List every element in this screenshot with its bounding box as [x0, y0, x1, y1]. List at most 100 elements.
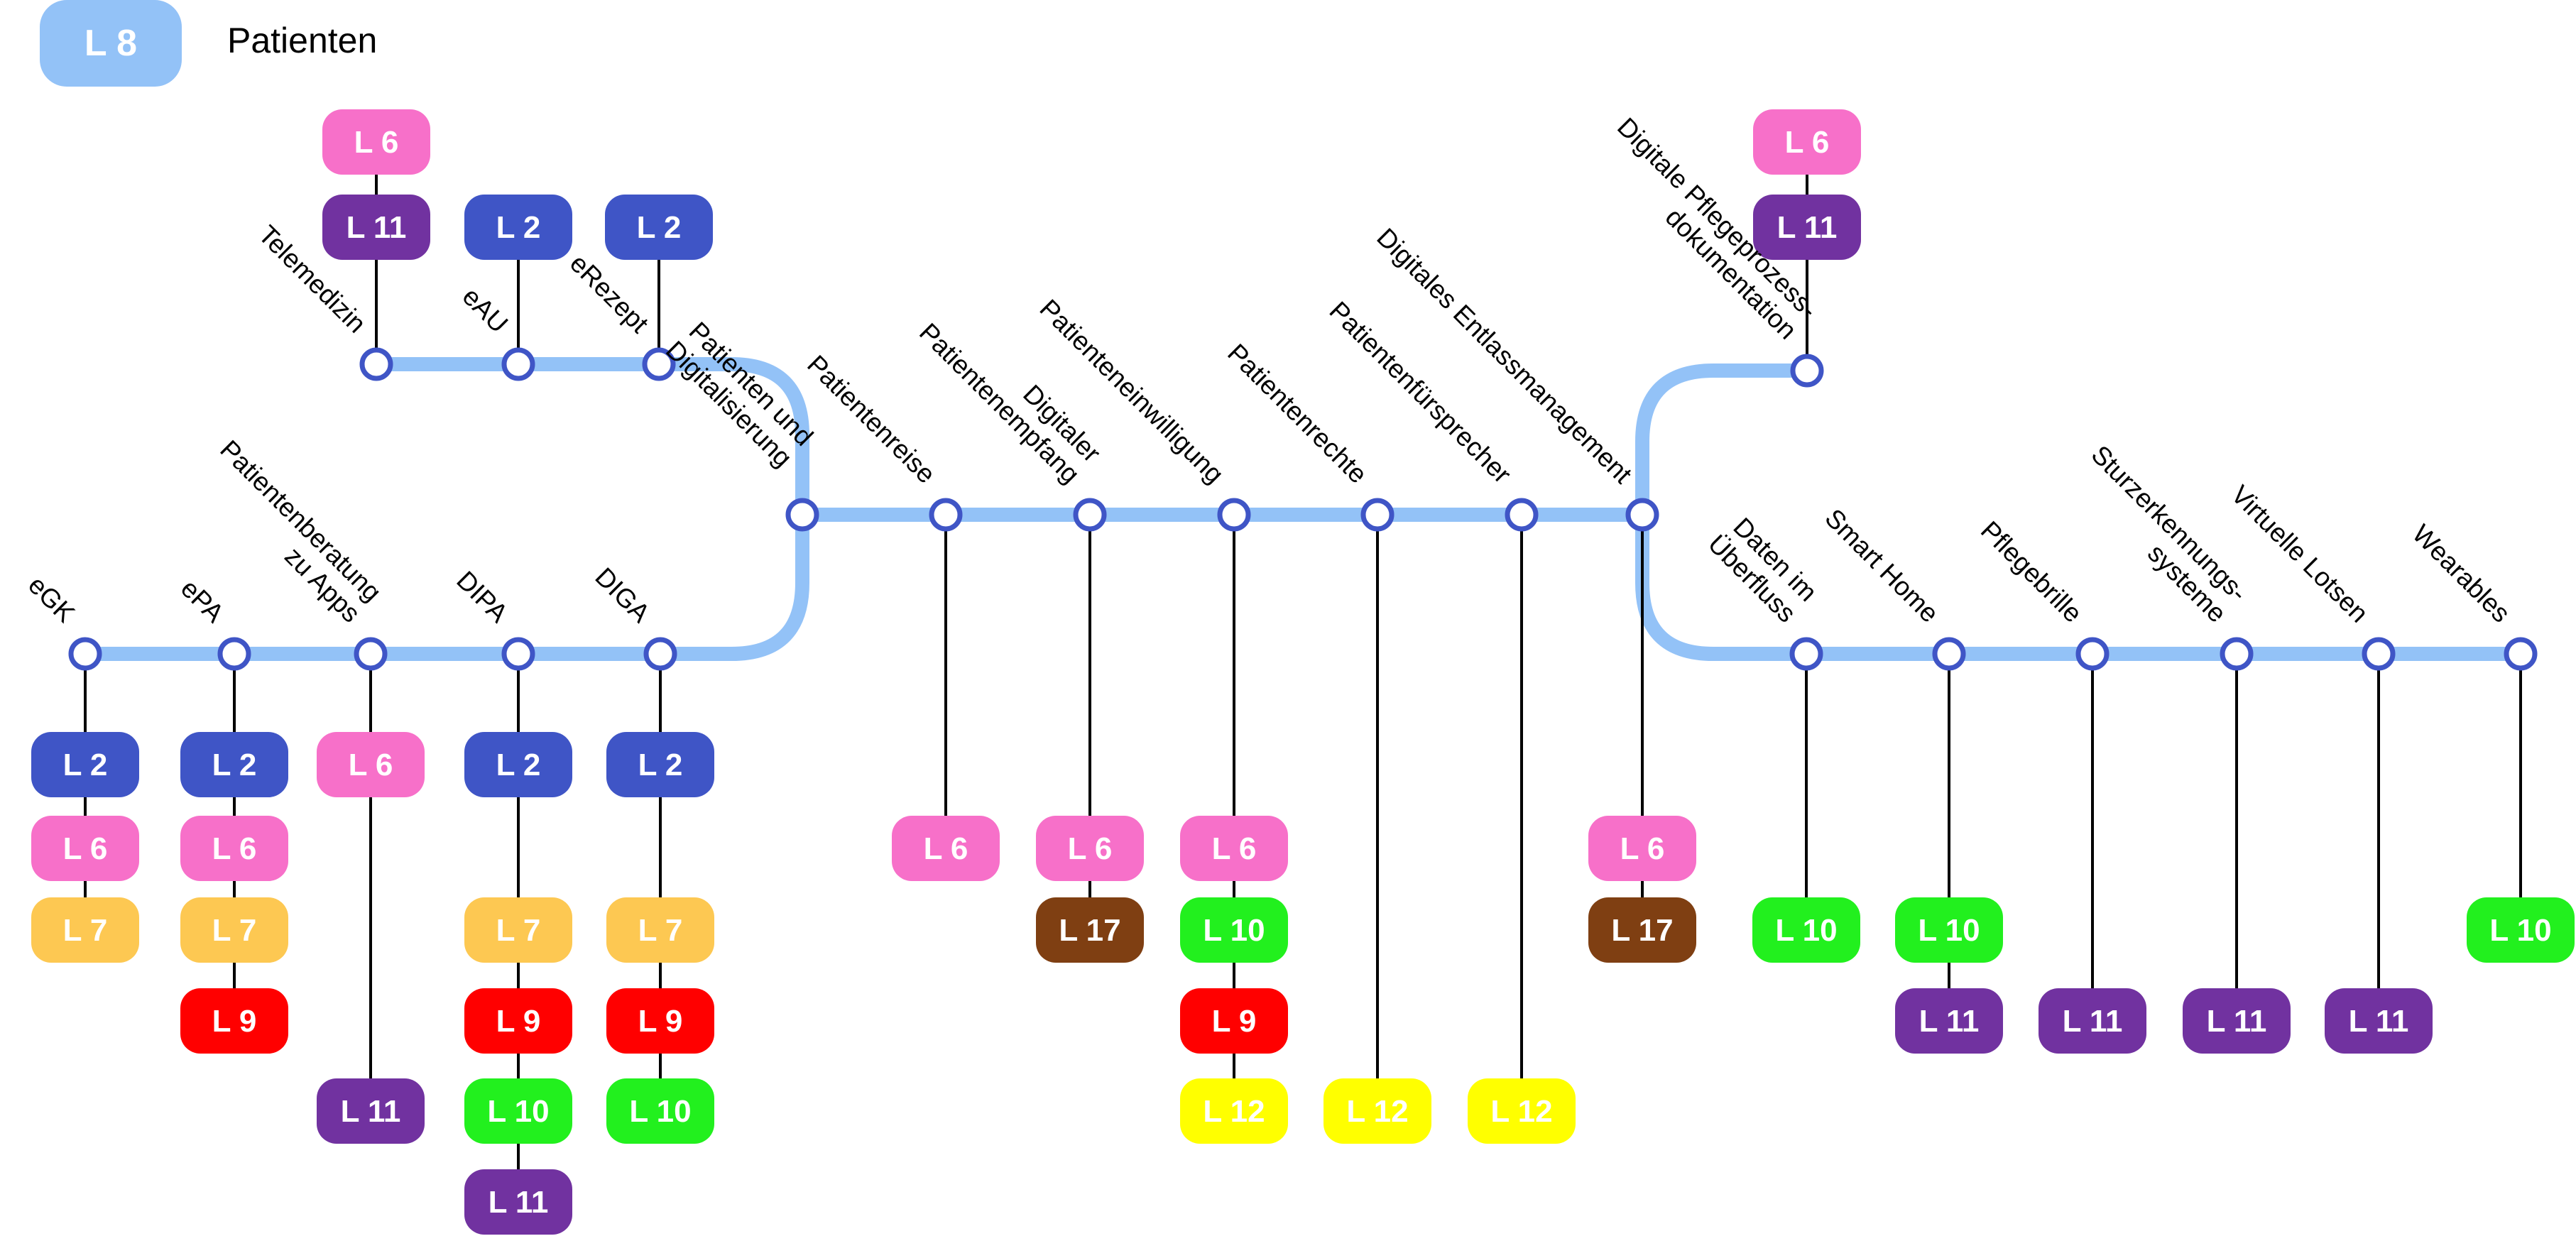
station-sturzerkennungs-systeme[interactable]	[2220, 637, 2254, 671]
station-daten-im-ueberfluss[interactable]	[1789, 637, 1823, 671]
line-badge-l-2-diga[interactable]: L 2	[606, 732, 714, 797]
badge-label: L 7	[496, 913, 541, 948]
badge-label: L 2	[637, 210, 682, 245]
station-epa[interactable]	[217, 637, 251, 671]
line-badge-l-10-patienteneinwilligung[interactable]: L 10	[1180, 897, 1288, 963]
line-badge-l-11-smart-home[interactable]: L 11	[1895, 988, 2003, 1054]
badge-label: L 10	[629, 1094, 691, 1129]
line-badge-l-10-smart-home[interactable]: L 10	[1895, 897, 2003, 963]
station-egk[interactable]	[68, 637, 102, 671]
station-patienteneinwilligung[interactable]	[1217, 498, 1251, 532]
badge-label: L 7	[63, 913, 108, 948]
badge-shape	[180, 988, 288, 1054]
line-badge-l-12-patienteneinwilligung[interactable]: L 12	[1180, 1078, 1288, 1144]
station-patientenfuersprecher[interactable]	[1505, 498, 1539, 532]
station-digitaler-patientenempfang[interactable]	[1073, 498, 1107, 532]
line-badge-l-2-erezept[interactable]: L 2	[605, 195, 713, 260]
line-badge-l-2-eau[interactable]: L 2	[464, 195, 572, 260]
line-badge-l-7-diga[interactable]: L 7	[606, 897, 714, 963]
line-badge-l-2-epa[interactable]: L 2	[180, 732, 288, 797]
badge-shape	[464, 1078, 572, 1144]
line-badge-l-11-telemedizin[interactable]: L 11	[322, 195, 430, 260]
badge-label: L 6	[212, 831, 257, 866]
station-pflegebrille[interactable]	[2075, 637, 2110, 671]
badge-shape	[1753, 109, 1861, 175]
badge-shape	[1895, 988, 2003, 1054]
station-patientenrechte[interactable]	[1360, 498, 1395, 532]
badge-label: L 11	[2063, 1004, 2123, 1039]
line-badge-l-6-digitales-entlassmanagement[interactable]: L 6	[1588, 816, 1696, 881]
badge-label: L 11	[2207, 1004, 2267, 1039]
line-badge-l-6-epa[interactable]: L 6	[180, 816, 288, 881]
badge-label: L 6	[1785, 125, 1830, 160]
badge-label: L 10	[1918, 913, 1980, 948]
station-telemedizin[interactable]	[359, 347, 393, 381]
line-badge-l-6-telemedizin[interactable]: L 6	[322, 109, 430, 175]
line-badge-l-11-virtuelle-lotsen[interactable]: L 11	[2325, 988, 2433, 1054]
badge-label: L 10	[2489, 913, 2551, 948]
station-patienten-und-digitalisierung[interactable]	[785, 498, 819, 532]
badge-shape	[1324, 1078, 1431, 1144]
line-badge-l-11-dipa[interactable]: L 11	[464, 1169, 572, 1235]
badge-label: L 17	[1059, 913, 1120, 948]
line-badge-l-10-dipa[interactable]: L 10	[464, 1078, 572, 1144]
station-label-epa: ePA	[175, 574, 230, 628]
station-patientenberatung-zu-apps[interactable]	[354, 637, 388, 671]
badge-shape	[1895, 897, 2003, 963]
line-badge-l-12-patientenfuersprecher[interactable]: L 12	[1468, 1078, 1576, 1144]
badge-label: L 9	[1212, 1004, 1257, 1039]
badge-shape	[2183, 988, 2291, 1054]
line-badge-l-17-digitaler-patientenempfang[interactable]: L 17	[1036, 897, 1144, 963]
line-badge-l-11-patientenberatung-zu-apps[interactable]: L 11	[317, 1078, 425, 1144]
line-badge-l-7-dipa[interactable]: L 7	[464, 897, 572, 963]
line-badge-l-11-digitale-pflegeprozess-dokumentation[interactable]: L 11	[1753, 195, 1861, 260]
station-erezept[interactable]	[642, 347, 676, 381]
line-badge-l-9-dipa[interactable]: L 9	[464, 988, 572, 1054]
line-badge-l-6-patientenberatung-zu-apps[interactable]: L 6	[317, 732, 425, 797]
line-badge-l-9-epa[interactable]: L 9	[180, 988, 288, 1054]
station-wearables[interactable]	[2504, 637, 2538, 671]
station-label-sturzerkennungs-systeme: Sturzerkennungs-systeme	[2065, 439, 2253, 628]
line-badge-l-17-digitales-entlassmanagement[interactable]: L 17	[1588, 897, 1696, 963]
line-badge-l-6-patienteneinwilligung[interactable]: L 6	[1180, 816, 1288, 881]
badge-label: L 12	[1490, 1094, 1552, 1129]
badge-shape	[464, 195, 572, 260]
line-badge-l-9-patienteneinwilligung[interactable]: L 9	[1180, 988, 1288, 1054]
line-badge-l-2-dipa[interactable]: L 2	[464, 732, 572, 797]
line-badge-l-6-egk[interactable]: L 6	[31, 816, 139, 881]
line-badge-l-11-pflegebrille[interactable]: L 11	[2039, 988, 2146, 1054]
station-virtuelle-lotsen[interactable]	[2362, 637, 2396, 671]
line-badge-l-7-egk[interactable]: L 7	[31, 897, 139, 963]
station-label-dipa: DIPA	[451, 566, 513, 628]
badge-shape	[180, 732, 288, 797]
badge-label: L 9	[496, 1004, 541, 1039]
badge-label: L 2	[212, 748, 257, 782]
badge-label: L 12	[1203, 1094, 1265, 1129]
line-badge-l-10-wearables[interactable]: L 10	[2467, 897, 2575, 963]
station-patientenreise[interactable]	[929, 498, 963, 532]
badge-shape	[2467, 897, 2575, 963]
station-label-erezept: eRezept	[564, 248, 655, 339]
line-badge-l-6-patientenreise[interactable]: L 6	[892, 816, 1000, 881]
station-diga[interactable]	[643, 637, 677, 671]
line-badge-l-10-diga[interactable]: L 10	[606, 1078, 714, 1144]
badge-shape	[317, 1078, 425, 1144]
station-digitale-pflegeprozess-dokumentation[interactable]	[1790, 354, 1824, 388]
station-dipa[interactable]	[501, 637, 535, 671]
station-eau[interactable]	[501, 347, 535, 381]
station-label-wearables: Wearables	[2407, 519, 2516, 628]
station-digitales-entlassmanagement[interactable]	[1625, 498, 1659, 532]
line-badge-l-12-patientenrechte[interactable]: L 12	[1324, 1078, 1431, 1144]
badge-label: L 11	[1777, 210, 1838, 245]
line-badge-l-6-digitale-pflegeprozess-dokumentation[interactable]: L 6	[1753, 109, 1861, 175]
line-badge-l-6-digitaler-patientenempfang[interactable]: L 6	[1036, 816, 1144, 881]
line-badge-l-2-egk[interactable]: L 2	[31, 732, 139, 797]
line-badge-l-7-epa[interactable]: L 7	[180, 897, 288, 963]
line-badge-l-9-diga[interactable]: L 9	[606, 988, 714, 1054]
badge-shape	[180, 816, 288, 881]
station-label-diga: DIGA	[589, 562, 655, 628]
station-label-daten-im-ueberfluss: Daten imÜberfluss	[1703, 508, 1823, 628]
station-smart-home[interactable]	[1932, 637, 1966, 671]
line-badge-l-10-daten-im-ueberfluss[interactable]: L 10	[1752, 897, 1860, 963]
line-badge-l-11-sturzerkennungs-systeme[interactable]: L 11	[2183, 988, 2291, 1054]
